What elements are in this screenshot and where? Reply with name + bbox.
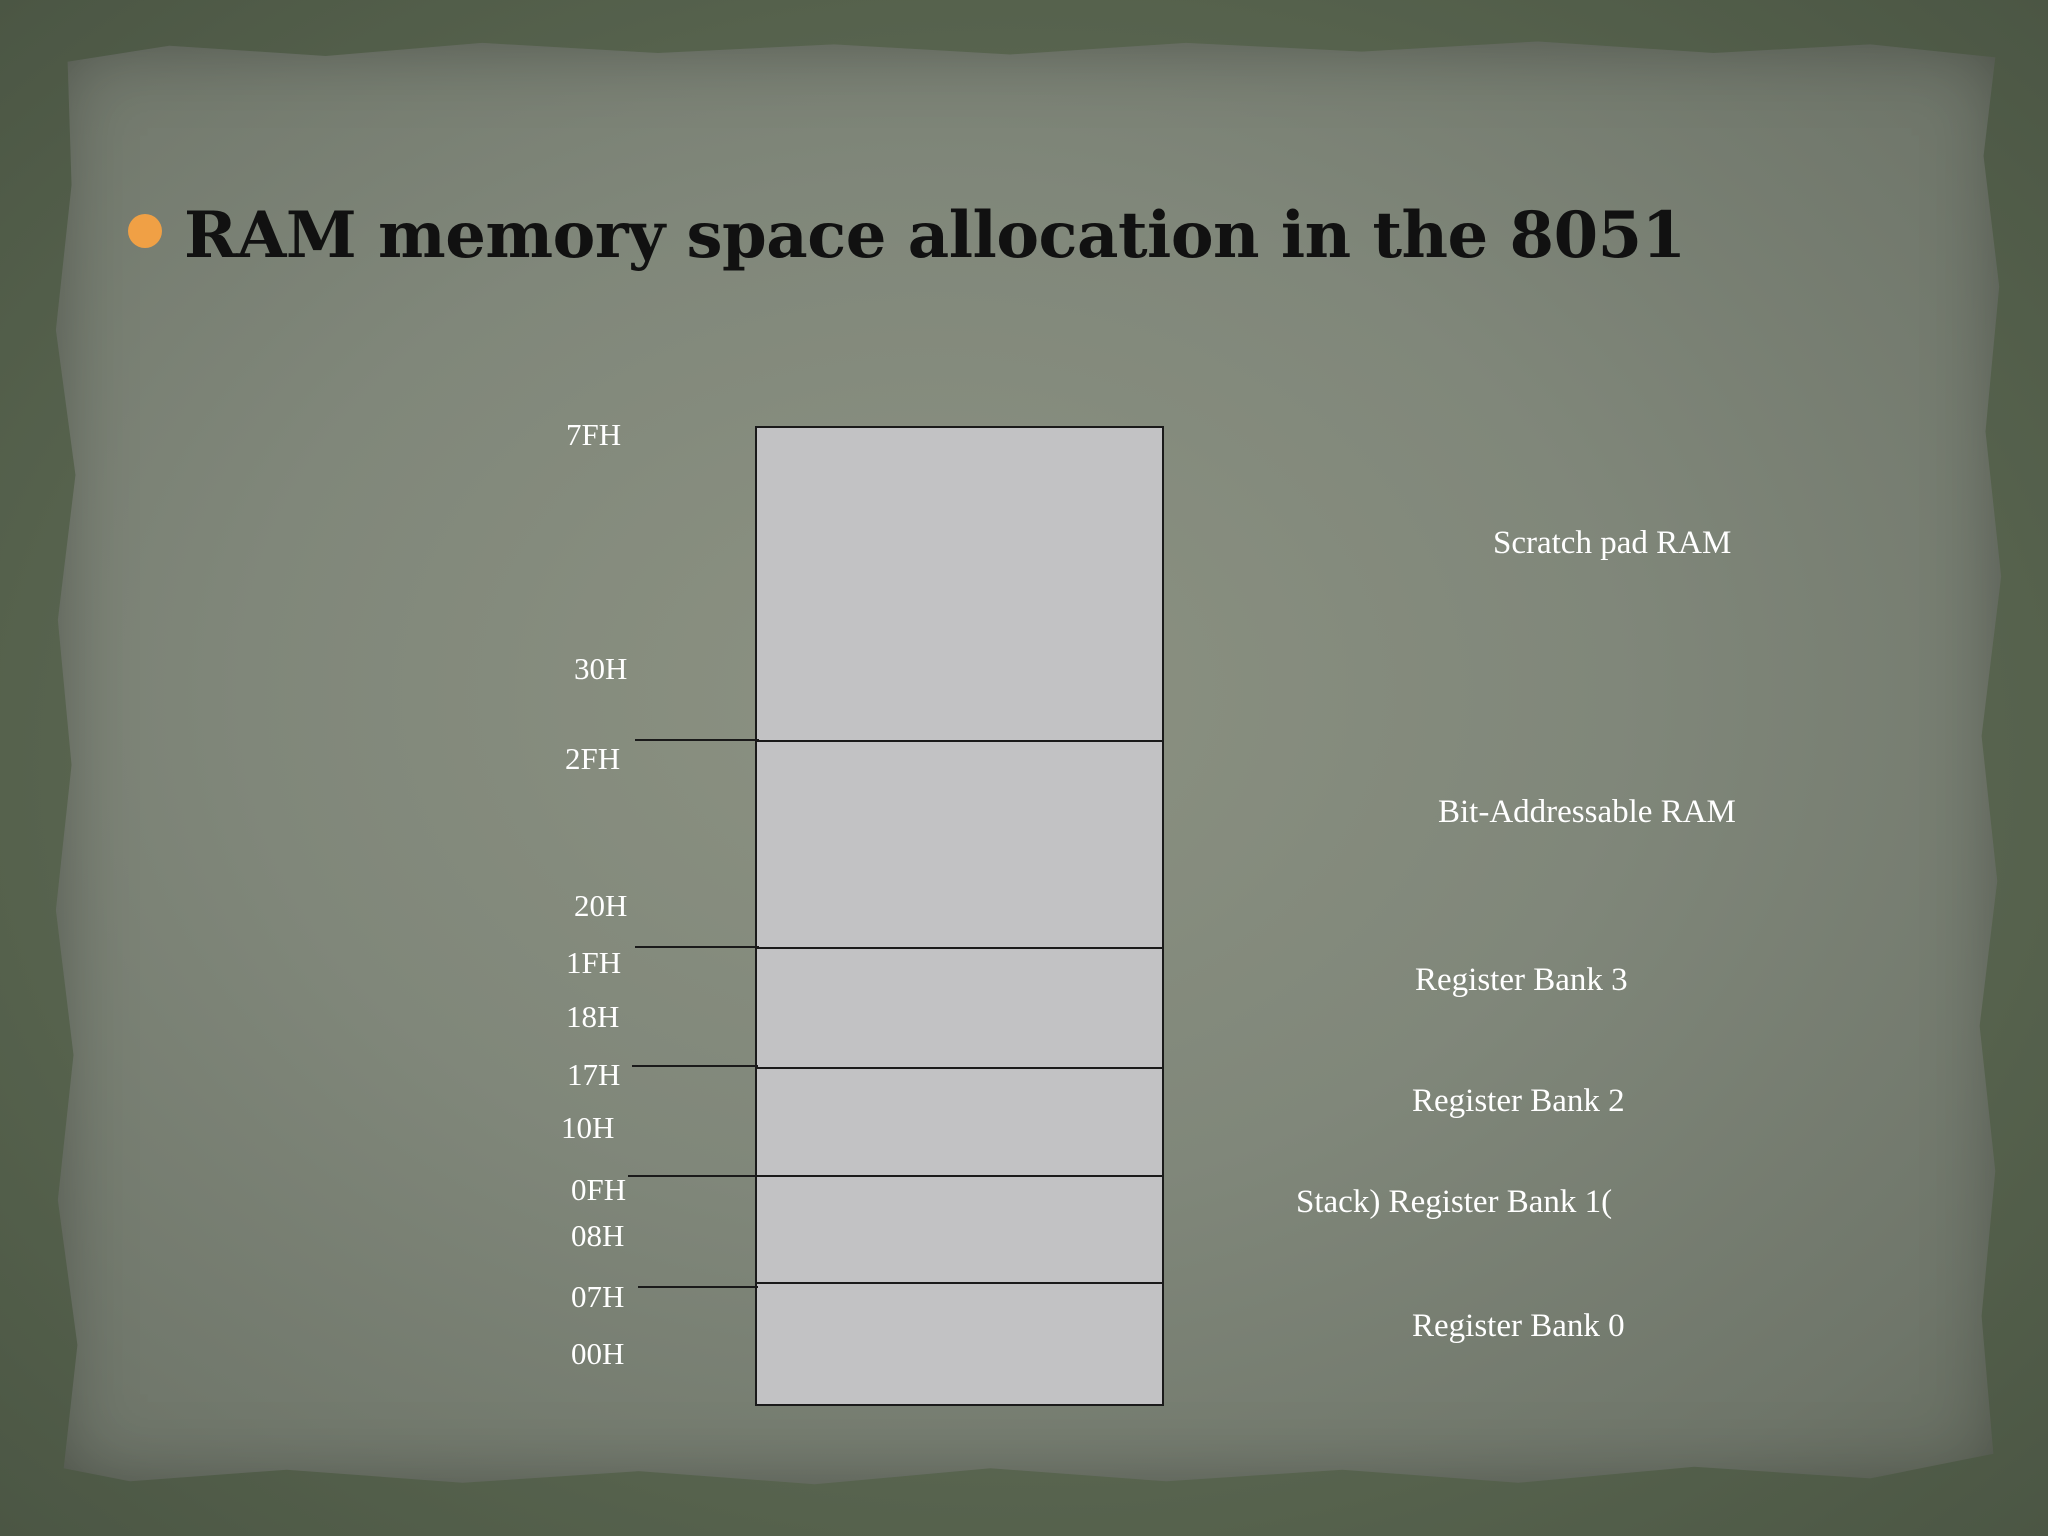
region-label-bit-addressable: Bit-Addressable RAM <box>1438 794 1736 830</box>
address-1FH: 1FH <box>566 945 622 980</box>
block-register-bank-0 <box>755 1282 1164 1406</box>
address-30H: 30H <box>574 651 628 686</box>
boundary-line-30H <box>635 739 759 741</box>
address-10H: 10H <box>561 1110 615 1145</box>
boundary-line-10H <box>628 1175 758 1177</box>
title-text: RAM memory space allocation in the 8051 <box>184 198 1686 273</box>
address-20H: 20H <box>574 888 628 923</box>
bullet-icon <box>128 213 162 248</box>
block-register-bank-1 <box>755 1175 1164 1285</box>
region-label-bank-1: Stack) Register Bank 1( <box>1296 1184 1613 1220</box>
block-register-bank-3 <box>755 947 1164 1070</box>
address-07H: 07H <box>571 1279 625 1314</box>
address-00H: 00H <box>571 1336 625 1371</box>
block-scratch-pad <box>755 426 1164 742</box>
address-0FH: 0FH <box>571 1172 627 1207</box>
address-08H: 08H <box>571 1218 625 1253</box>
block-register-bank-2 <box>755 1067 1164 1178</box>
region-label-scratch-pad: Scratch pad RAM <box>1493 525 1732 561</box>
boundary-line-18H <box>632 1065 758 1067</box>
region-label-bank-2: Register Bank 2 <box>1412 1083 1625 1119</box>
address-2FH: 2FH <box>565 741 621 776</box>
block-bit-addressable <box>755 740 1164 950</box>
region-label-bank-3: Register Bank 3 <box>1415 962 1628 998</box>
boundary-line-08H <box>638 1286 758 1288</box>
region-label-bank-0: Register Bank 0 <box>1412 1308 1625 1344</box>
address-17H: 17H <box>567 1057 621 1092</box>
address-18H: 18H <box>566 999 620 1034</box>
boundary-line-20H <box>635 946 759 948</box>
slide-title: RAM memory space allocation in the 8051 <box>128 198 1686 273</box>
address-7FH: 7FH <box>566 417 622 452</box>
